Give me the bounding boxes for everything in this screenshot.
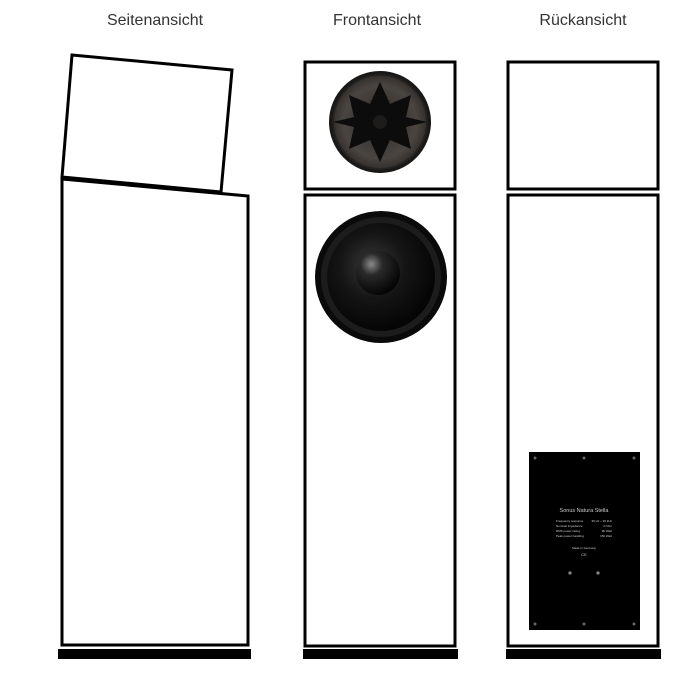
panel-screw (632, 456, 636, 460)
panel-screw (582, 456, 586, 460)
panel-spec-label: Frequency response (556, 519, 584, 523)
front-view-title: Frontansicht (332, 12, 422, 29)
woofer (315, 211, 447, 343)
panel-ce-mark: CE (581, 552, 587, 557)
back-view-title: Rückansicht (539, 12, 627, 29)
front-base (303, 649, 458, 659)
panel-screw (582, 622, 586, 626)
tweeter (329, 71, 431, 173)
terminal-panel: Sonus Natura Stella Frequency response 39… (529, 452, 640, 630)
front-view (303, 60, 458, 659)
panel-spec-list: Frequency response 39 Hz – 30 kHzNominal … (556, 519, 612, 538)
panel-spec-value: 150 Watt (600, 534, 612, 538)
panel-screw (533, 622, 537, 626)
panel-spec-value: 4 Ohm (603, 524, 613, 528)
panel-spec-label: Nominal impedance (556, 524, 583, 528)
side-view-title: Seitenansicht (106, 12, 204, 29)
panel-screw (533, 456, 537, 460)
terminal-post-left (568, 571, 572, 575)
side-cabinet (60, 177, 250, 647)
back-view: Sonus Natura Stella Frequency response 39… (506, 60, 661, 659)
side-base (58, 649, 251, 659)
back-top-module (506, 60, 660, 191)
side-view (58, 53, 251, 659)
panel-screw (632, 622, 636, 626)
panel-model-name: Sonus Natura Stella (560, 508, 610, 514)
panel-spec-label: RMS power rating (556, 529, 580, 533)
back-base (506, 649, 661, 659)
side-top-module (60, 53, 234, 194)
panel-spec-value: 90 Watt (602, 529, 612, 533)
panel-spec-label: Peak power handling (556, 534, 584, 538)
panel-spec-value: 39 Hz – 30 kHz (591, 519, 612, 523)
terminal-post-right (596, 571, 600, 575)
panel-origin: Made in Germany (572, 546, 596, 550)
